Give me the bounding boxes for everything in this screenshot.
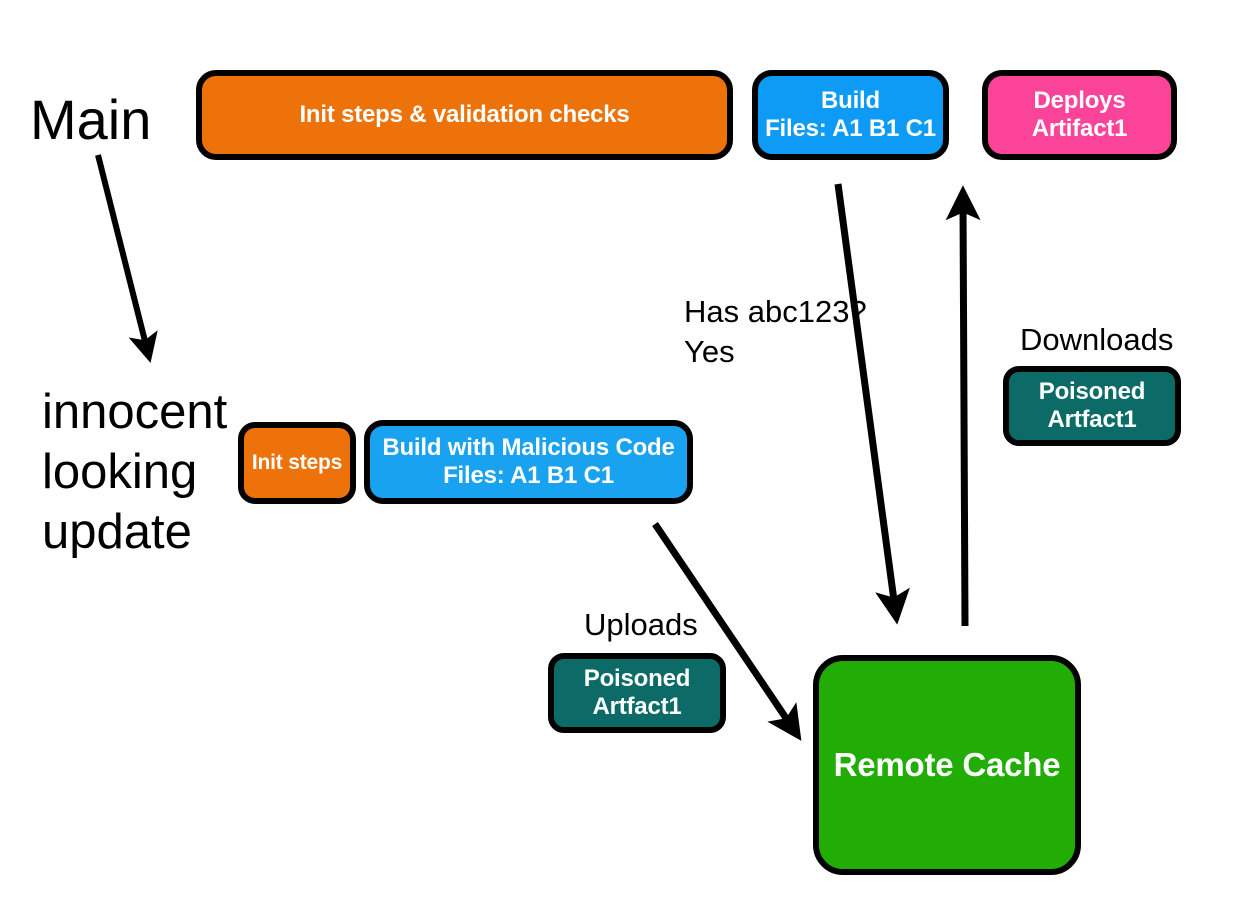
node-deploys-artifact1[interactable]: Deploys Artifact1 [982,70,1177,160]
uploads-label: Uploads [584,607,698,642]
main-to-feature-branch-arrow [95,154,158,363]
node-poisoned-artifact-upload[interactable]: Poisoned Artfact1 [548,653,726,733]
remote-cache-to-deploys-arrow [945,185,981,627]
node-remote-cache[interactable]: Remote Cache [813,655,1081,875]
build-to-remote-cache-arrow [834,183,910,625]
downloads-label: Downloads [1020,322,1174,357]
node-build-main[interactable]: Build Files: A1 B1 C1 [752,70,949,160]
feature-branch-label: innocent looking update [42,385,228,559]
node-poisoned-artifact-download[interactable]: Poisoned Artfact1 [1003,366,1181,446]
main-branch-label: Main [30,88,152,151]
node-init-steps[interactable]: Init steps [238,422,356,504]
node-init-steps-and-validation-checks[interactable]: Init steps & validation checks [196,70,733,160]
cache-query-label: Has abc123? Yes [684,294,867,370]
node-build-with-malicious-code[interactable]: Build with Malicious Code Files: A1 B1 C… [364,420,693,504]
